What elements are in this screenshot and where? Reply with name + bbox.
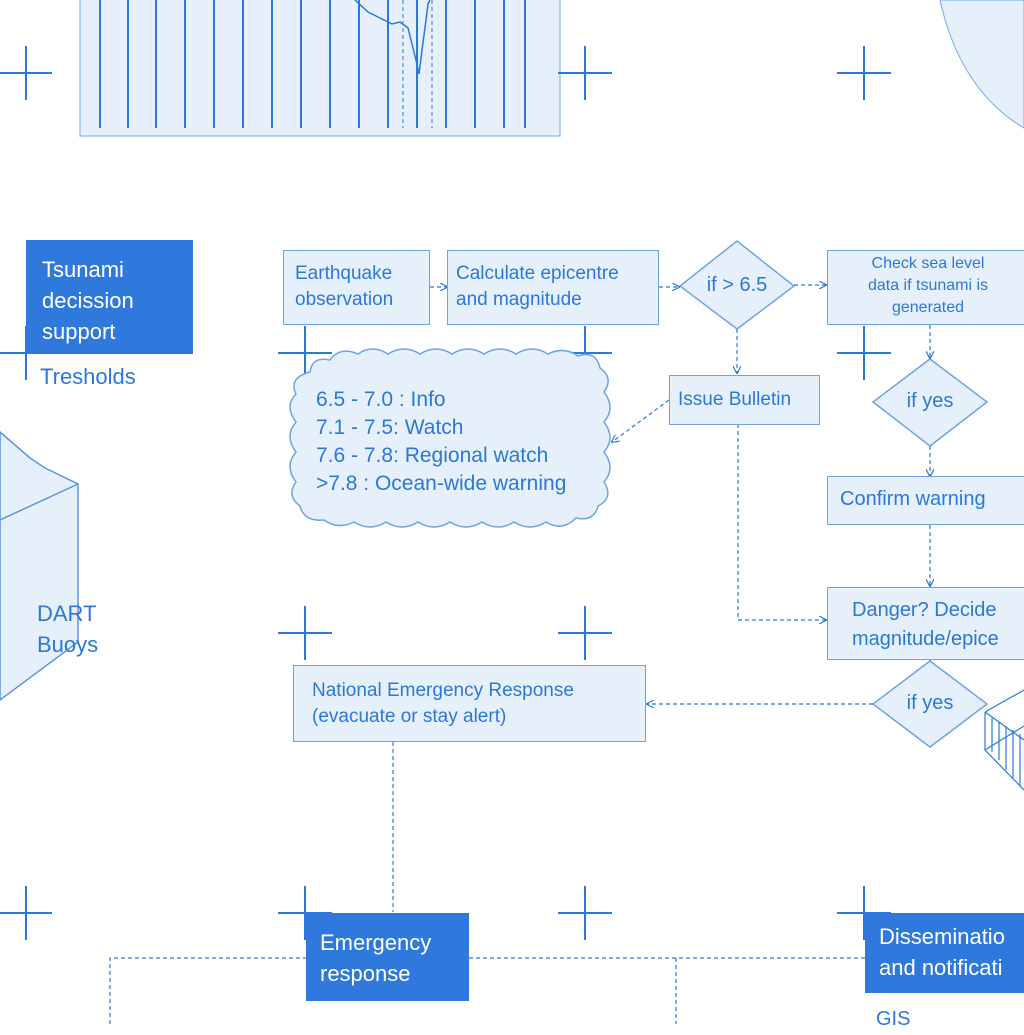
globe-shape [939, 0, 1024, 129]
dissemination-line-2: and notificati [879, 955, 1003, 980]
thresholds-cloud [289, 348, 611, 528]
emergency-response-line-2: response [320, 961, 411, 986]
national-emergency-line-1: National Emergency Response [312, 680, 574, 701]
calculate-epicentre-node: Calculate epicentre and magnitude [447, 250, 659, 325]
seismograph-panel [79, 0, 561, 137]
dissemination-panel: Disseminatio and notificati [865, 913, 1024, 993]
dart-label-line-2: Buoys [37, 632, 99, 657]
dart-label-line-1: DART [37, 601, 97, 626]
issue-bulletin-node: Issue Bulletin [669, 375, 820, 425]
dissemination-line-1: Disseminatio [879, 924, 1005, 949]
national-emergency-line-2: (evacuate or stay alert) [312, 706, 507, 727]
panel-title-line-1: Tsunami [42, 257, 124, 282]
calculate-epicentre-line-1: Calculate epicentre [456, 263, 619, 284]
if-yes-label-2: if yes [906, 692, 954, 714]
tsunami-decision-panel: Tsunami decission support [26, 240, 193, 354]
emergency-response-line-1: Emergency [320, 930, 432, 955]
decision-diamond-yes-2 [871, 660, 989, 748]
threshold-item: >7.8 : Ocean-wide warning [316, 472, 567, 495]
danger-decide-line-1: Danger? Decide [852, 599, 997, 621]
check-sea-level-line-3: generated [891, 299, 965, 316]
threshold-item: 6.5 - 7.0 : Info [316, 388, 446, 411]
danger-decide-node: Danger? Decide magnitude/epice [827, 587, 1024, 660]
danger-decide-line-2: magnitude/epice [852, 628, 999, 650]
flow-connectors [109, 285, 930, 1024]
panel-title-line-2: decission [42, 288, 134, 313]
magnitude-decision-label: if > 6.5 [706, 274, 768, 296]
isometric-box-icon [984, 689, 1024, 791]
earthquake-observation-node: Earthquake observation [283, 250, 430, 325]
thresholds-list: 6.5 - 7.0 : Info 7.1 - 7.5: Watch 7.6 - … [316, 386, 566, 498]
dart-buoy-wireframe [0, 431, 79, 701]
check-sea-level-node: Check sea level data if tsunami is gener… [827, 250, 1024, 325]
threshold-item: 7.6 - 7.8: Regional watch [316, 444, 549, 467]
tresholds-label: Tresholds [40, 364, 136, 389]
threshold-item: 7.1 - 7.5: Watch [316, 416, 464, 439]
confirm-warning-node: Confirm warning [827, 476, 1024, 525]
calculate-epicentre-line-2: and magnitude [456, 289, 582, 310]
emergency-response-panel: Emergency response [306, 913, 469, 1001]
gis-label: GIS [876, 1008, 911, 1030]
earthquake-observation-line-2: observation [295, 289, 394, 310]
check-sea-level-line-2: data if tsunami is [867, 277, 989, 294]
if-yes-label-1: if yes [906, 390, 954, 412]
national-emergency-node: National Emergency Response (evacuate or… [293, 665, 646, 742]
earthquake-observation-line-1: Earthquake [295, 263, 393, 284]
check-sea-level-line-1: Check sea level [871, 255, 985, 272]
panel-title-line-3: support [42, 319, 116, 344]
